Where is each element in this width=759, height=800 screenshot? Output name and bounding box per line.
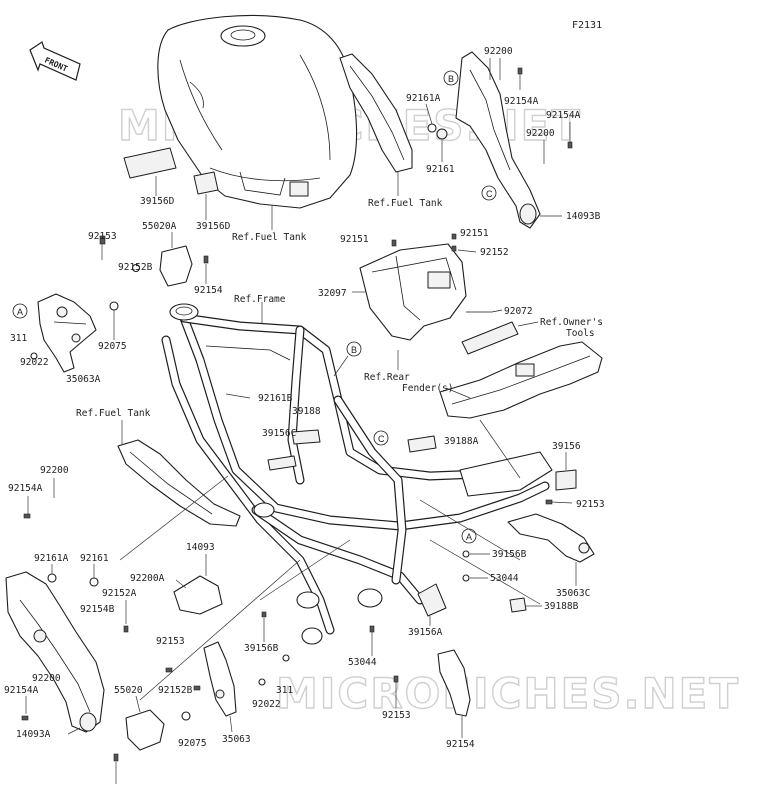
part-label: 39156C bbox=[262, 428, 296, 439]
part-label: Ref.Fuel Tank bbox=[232, 232, 307, 243]
callout-c-frame: C bbox=[378, 434, 385, 444]
part-label: 39188A bbox=[444, 436, 479, 447]
part-label: 53044 bbox=[490, 573, 519, 584]
footpeg-35063b bbox=[437, 649, 471, 717]
part-label: 14093 bbox=[186, 542, 215, 553]
cover-14093 bbox=[173, 575, 223, 615]
side-cover-left-lower bbox=[117, 439, 241, 527]
part-label: Tools bbox=[566, 328, 595, 339]
part-label: 92022 bbox=[20, 357, 49, 368]
part-label: 92153 bbox=[576, 499, 605, 510]
owners-tools bbox=[461, 321, 519, 355]
callout-b-upper: B bbox=[448, 74, 454, 84]
part-label: 55020A bbox=[142, 221, 177, 232]
sticker-39156d-left bbox=[123, 147, 177, 179]
part-label: 92161A bbox=[34, 553, 69, 564]
bracket-55020 bbox=[125, 709, 165, 751]
part-label: Ref.Owner's bbox=[540, 317, 603, 328]
part-label: 39188B bbox=[544, 601, 579, 612]
callout-c-upper: C bbox=[486, 189, 493, 199]
part-label: 14093A bbox=[16, 729, 51, 740]
part-label: 39156D bbox=[196, 221, 231, 232]
part-label: 39156B bbox=[244, 643, 279, 654]
part-label: 92153 bbox=[88, 231, 117, 242]
frame-cover-14093b bbox=[455, 51, 541, 229]
part-label: 35063C bbox=[556, 588, 590, 599]
part-label: 92153 bbox=[382, 710, 411, 721]
part-label: Ref.Fuel Tank bbox=[76, 408, 151, 419]
part-label: 39156D bbox=[140, 196, 175, 207]
part-label: 92152 bbox=[480, 247, 509, 258]
part-label: 39156A bbox=[408, 627, 443, 638]
part-label: 92154A bbox=[546, 110, 581, 121]
bracket-55020a bbox=[159, 245, 193, 287]
part-label: 92153 bbox=[156, 636, 185, 647]
part-label: 92200 bbox=[40, 465, 69, 476]
part-label: 311 bbox=[10, 333, 27, 344]
callout-a-left: A bbox=[17, 307, 23, 317]
part-label: 32097 bbox=[318, 288, 347, 299]
strap-92072 bbox=[466, 309, 503, 313]
part-label: 14093B bbox=[566, 211, 601, 222]
part-label: 55020 bbox=[114, 685, 143, 696]
part-label: 311 bbox=[276, 685, 293, 696]
part-label: 92161 bbox=[80, 553, 109, 564]
side-cover-right-upper bbox=[339, 53, 413, 173]
figure-id: F2131 bbox=[572, 20, 602, 31]
watermark-bottom: MICROFICHES.NET bbox=[276, 669, 740, 718]
front-arrow-icon: FRONT bbox=[29, 41, 81, 81]
part-label: 92154 bbox=[446, 739, 475, 750]
tray-32097 bbox=[359, 243, 467, 341]
part-label: 92075 bbox=[178, 738, 207, 749]
part-label: 92075 bbox=[98, 341, 127, 352]
part-label: 92161 bbox=[426, 164, 455, 175]
part-label: 92200 bbox=[484, 46, 513, 57]
part-label: 92154A bbox=[4, 685, 39, 696]
part-label: 92200 bbox=[32, 673, 61, 684]
part-label: 92152B bbox=[118, 262, 153, 273]
part-label: Ref.Fuel Tank bbox=[368, 198, 443, 209]
footpeg-35063 bbox=[203, 641, 237, 717]
part-label: 92151 bbox=[460, 228, 489, 239]
part-label: 39156 bbox=[552, 441, 581, 452]
part-label: Ref.Rear bbox=[364, 372, 410, 383]
fuel-tank bbox=[157, 14, 358, 209]
part-label: 39188 bbox=[292, 406, 321, 417]
callout-b-frame: B bbox=[351, 345, 357, 355]
part-label: 92161B bbox=[258, 393, 293, 404]
part-label: 92154 bbox=[194, 285, 223, 296]
part-label: 92161A bbox=[406, 93, 441, 104]
footpeg-35063c bbox=[507, 513, 595, 563]
part-label: 53044 bbox=[348, 657, 377, 668]
part-label: 92200 bbox=[526, 128, 555, 139]
part-label: 92200A bbox=[130, 573, 165, 584]
footpeg-bracket-35063a bbox=[37, 293, 97, 373]
part-label: Fender(s) bbox=[402, 383, 453, 394]
sticker-39156 bbox=[555, 469, 577, 491]
part-label: 92154A bbox=[504, 96, 539, 107]
sticker-39156d-right bbox=[193, 171, 219, 195]
frame-cover-14093a bbox=[5, 571, 105, 733]
part-label: 92154A bbox=[8, 483, 43, 494]
part-label: 35063 bbox=[222, 734, 251, 745]
part-label: 92152B bbox=[158, 685, 193, 696]
part-label: 92152A bbox=[102, 588, 137, 599]
part-label: 35063A bbox=[66, 374, 101, 385]
part-label: 92072 bbox=[504, 306, 533, 317]
callout-a-frame: A bbox=[466, 532, 472, 542]
main-frame bbox=[161, 303, 553, 645]
part-label: Ref.Frame bbox=[234, 294, 286, 305]
part-label: 92154B bbox=[80, 604, 115, 615]
part-label: 92022 bbox=[252, 699, 281, 710]
part-label: 39156B bbox=[492, 549, 527, 560]
rear-fender bbox=[439, 341, 603, 419]
part-label: 92151 bbox=[340, 234, 369, 245]
